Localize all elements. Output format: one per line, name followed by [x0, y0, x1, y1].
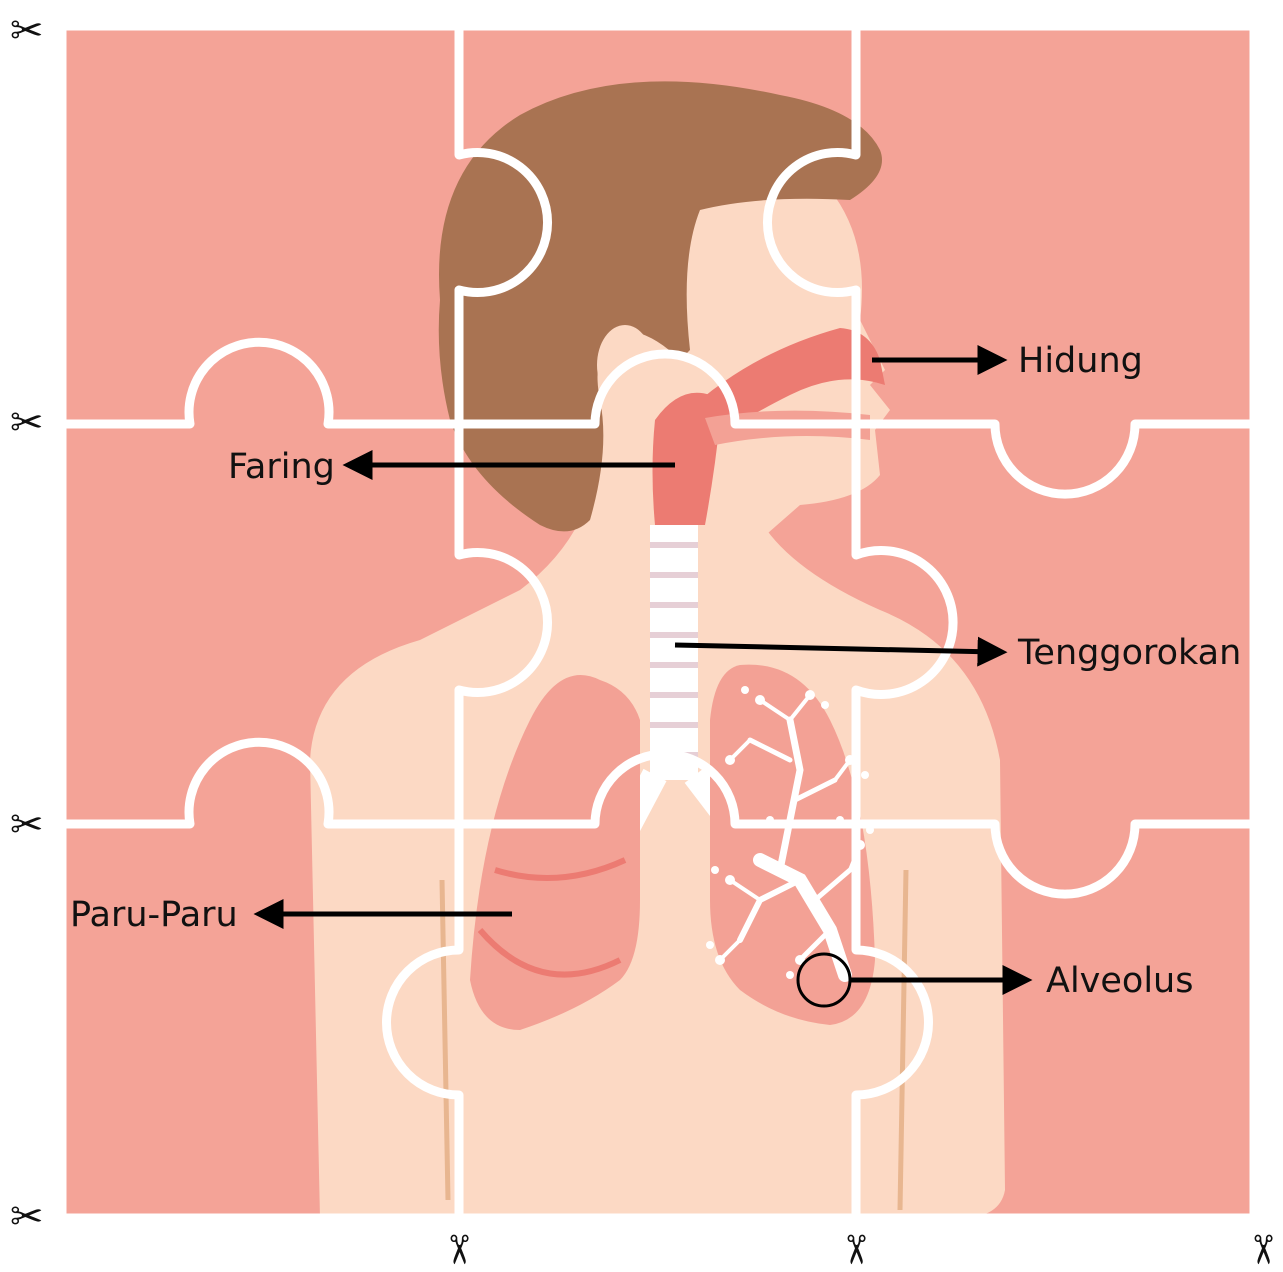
scissors-icon: ✂	[10, 1194, 44, 1240]
label-paru-paru: Paru-Paru	[70, 895, 238, 935]
label-tenggorokan: Tenggorokan	[1017, 633, 1241, 673]
scissors-icon: ✂	[10, 400, 44, 446]
scissors-icon: ✂	[435, 1233, 481, 1267]
scissors-icon: ✂	[832, 1233, 878, 1267]
label-faring: Faring	[228, 447, 335, 487]
scissors-icon: ✂	[10, 802, 44, 848]
label-hidung: Hidung	[1018, 341, 1143, 381]
scissors-icon: ✂	[10, 8, 44, 54]
scissors-icon: ✂	[1239, 1233, 1283, 1267]
label-alveolus: Alveolus	[1046, 961, 1193, 1001]
